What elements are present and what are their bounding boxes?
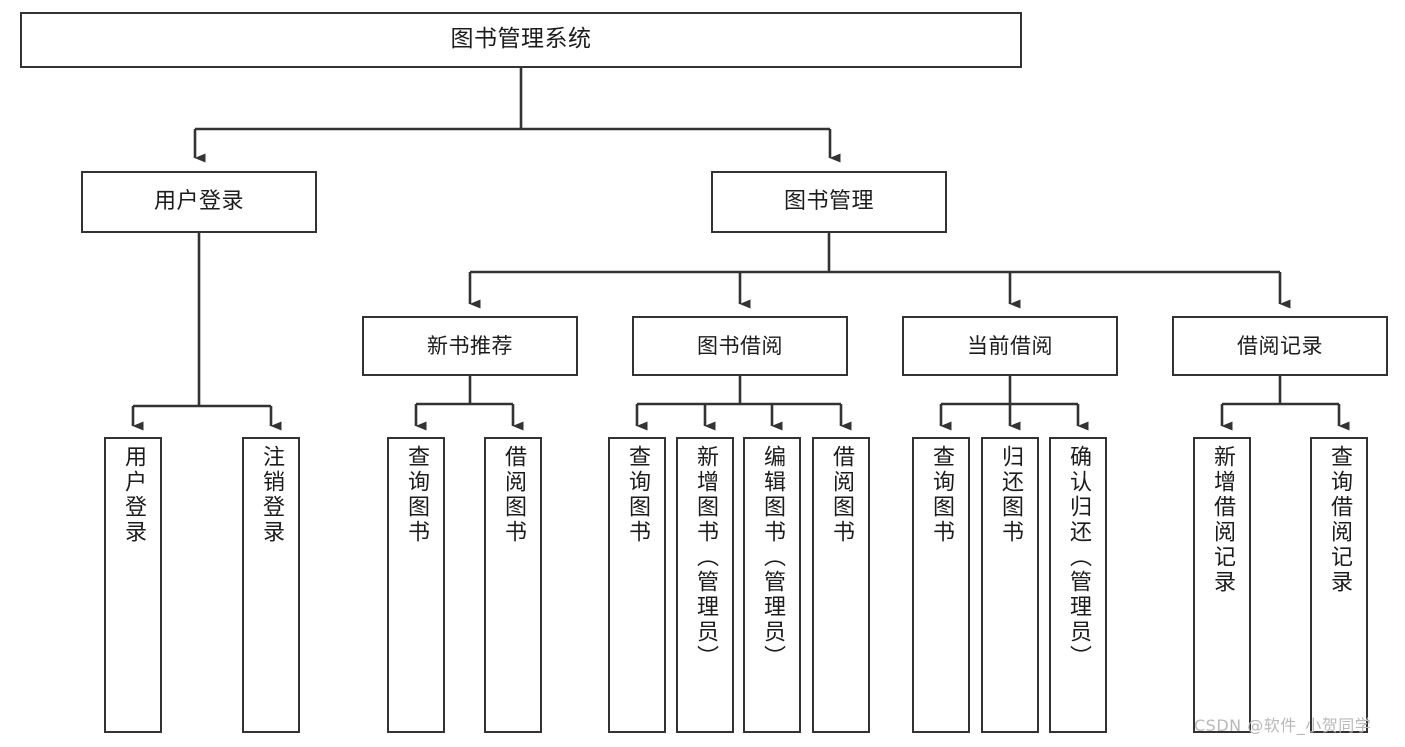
- node-leaf-add-book[interactable]: 新增图书（管理员）: [676, 437, 734, 733]
- node-leaf-borrow-book[interactable]: 借阅图书: [812, 437, 870, 733]
- node-new-book-recommend[interactable]: 新书推荐: [362, 316, 578, 376]
- node-leaf-add-book-label: 新增图书（管理员）: [693, 445, 718, 670]
- node-leaf-user-login-label: 用户登录: [121, 445, 146, 545]
- node-leaf-return-book[interactable]: 归还图书: [981, 437, 1039, 733]
- node-root[interactable]: 图书管理系统: [20, 12, 1022, 68]
- node-current-borrow[interactable]: 当前借阅: [902, 316, 1118, 376]
- node-leaf-logout[interactable]: 注销登录: [242, 437, 300, 733]
- node-book-manage[interactable]: 图书管理: [711, 171, 947, 233]
- node-current-borrow-label: 当前借阅: [967, 333, 1053, 358]
- node-book-borrow-label: 图书借阅: [697, 333, 783, 358]
- node-book-manage-label: 图书管理: [783, 189, 874, 215]
- node-leaf-confirm-return[interactable]: 确认归还（管理员）: [1049, 437, 1107, 733]
- node-user-login-label: 用户登录: [153, 189, 244, 215]
- node-root-label: 图书管理系统: [450, 26, 592, 53]
- node-leaf-edit-book-label: 编辑图书（管理员）: [760, 445, 785, 670]
- node-leaf-query-borrow-record[interactable]: 查询借阅记录: [1310, 437, 1368, 733]
- node-leaf-borrow-book-label: 借阅图书: [829, 445, 854, 545]
- node-leaf-user-login[interactable]: 用户登录: [104, 437, 162, 733]
- node-leaf-logout-label: 注销登录: [259, 445, 284, 545]
- node-leaf-borrow-book-recommend[interactable]: 借阅图书: [484, 437, 542, 733]
- node-leaf-query-book-borrow-label: 查询图书: [625, 445, 650, 545]
- node-book-borrow[interactable]: 图书借阅: [632, 316, 848, 376]
- node-leaf-query-book-current[interactable]: 查询图书: [912, 437, 970, 733]
- node-leaf-query-borrow-record-label: 查询借阅记录: [1327, 445, 1352, 595]
- node-leaf-edit-book[interactable]: 编辑图书（管理员）: [743, 437, 801, 733]
- node-leaf-return-book-label: 归还图书: [998, 445, 1023, 545]
- node-leaf-query-book-current-label: 查询图书: [929, 445, 954, 545]
- node-user-login[interactable]: 用户登录: [81, 171, 317, 233]
- node-leaf-borrow-book-recommend-label: 借阅图书: [501, 445, 526, 545]
- node-new-book-recommend-label: 新书推荐: [427, 333, 513, 358]
- watermark-text: CSDN @软件_小贺同学: [1194, 716, 1372, 735]
- node-leaf-add-borrow-record[interactable]: 新增借阅记录: [1193, 437, 1251, 733]
- node-leaf-query-book-recommend[interactable]: 查询图书: [387, 437, 445, 733]
- node-leaf-confirm-return-label: 确认归还（管理员）: [1066, 445, 1091, 670]
- node-leaf-add-borrow-record-label: 新增借阅记录: [1210, 445, 1235, 595]
- node-borrow-record[interactable]: 借阅记录: [1172, 316, 1388, 376]
- node-leaf-query-book-borrow[interactable]: 查询图书: [608, 437, 666, 733]
- node-leaf-query-book-recommend-label: 查询图书: [404, 445, 429, 545]
- node-borrow-record-label: 借阅记录: [1237, 333, 1323, 358]
